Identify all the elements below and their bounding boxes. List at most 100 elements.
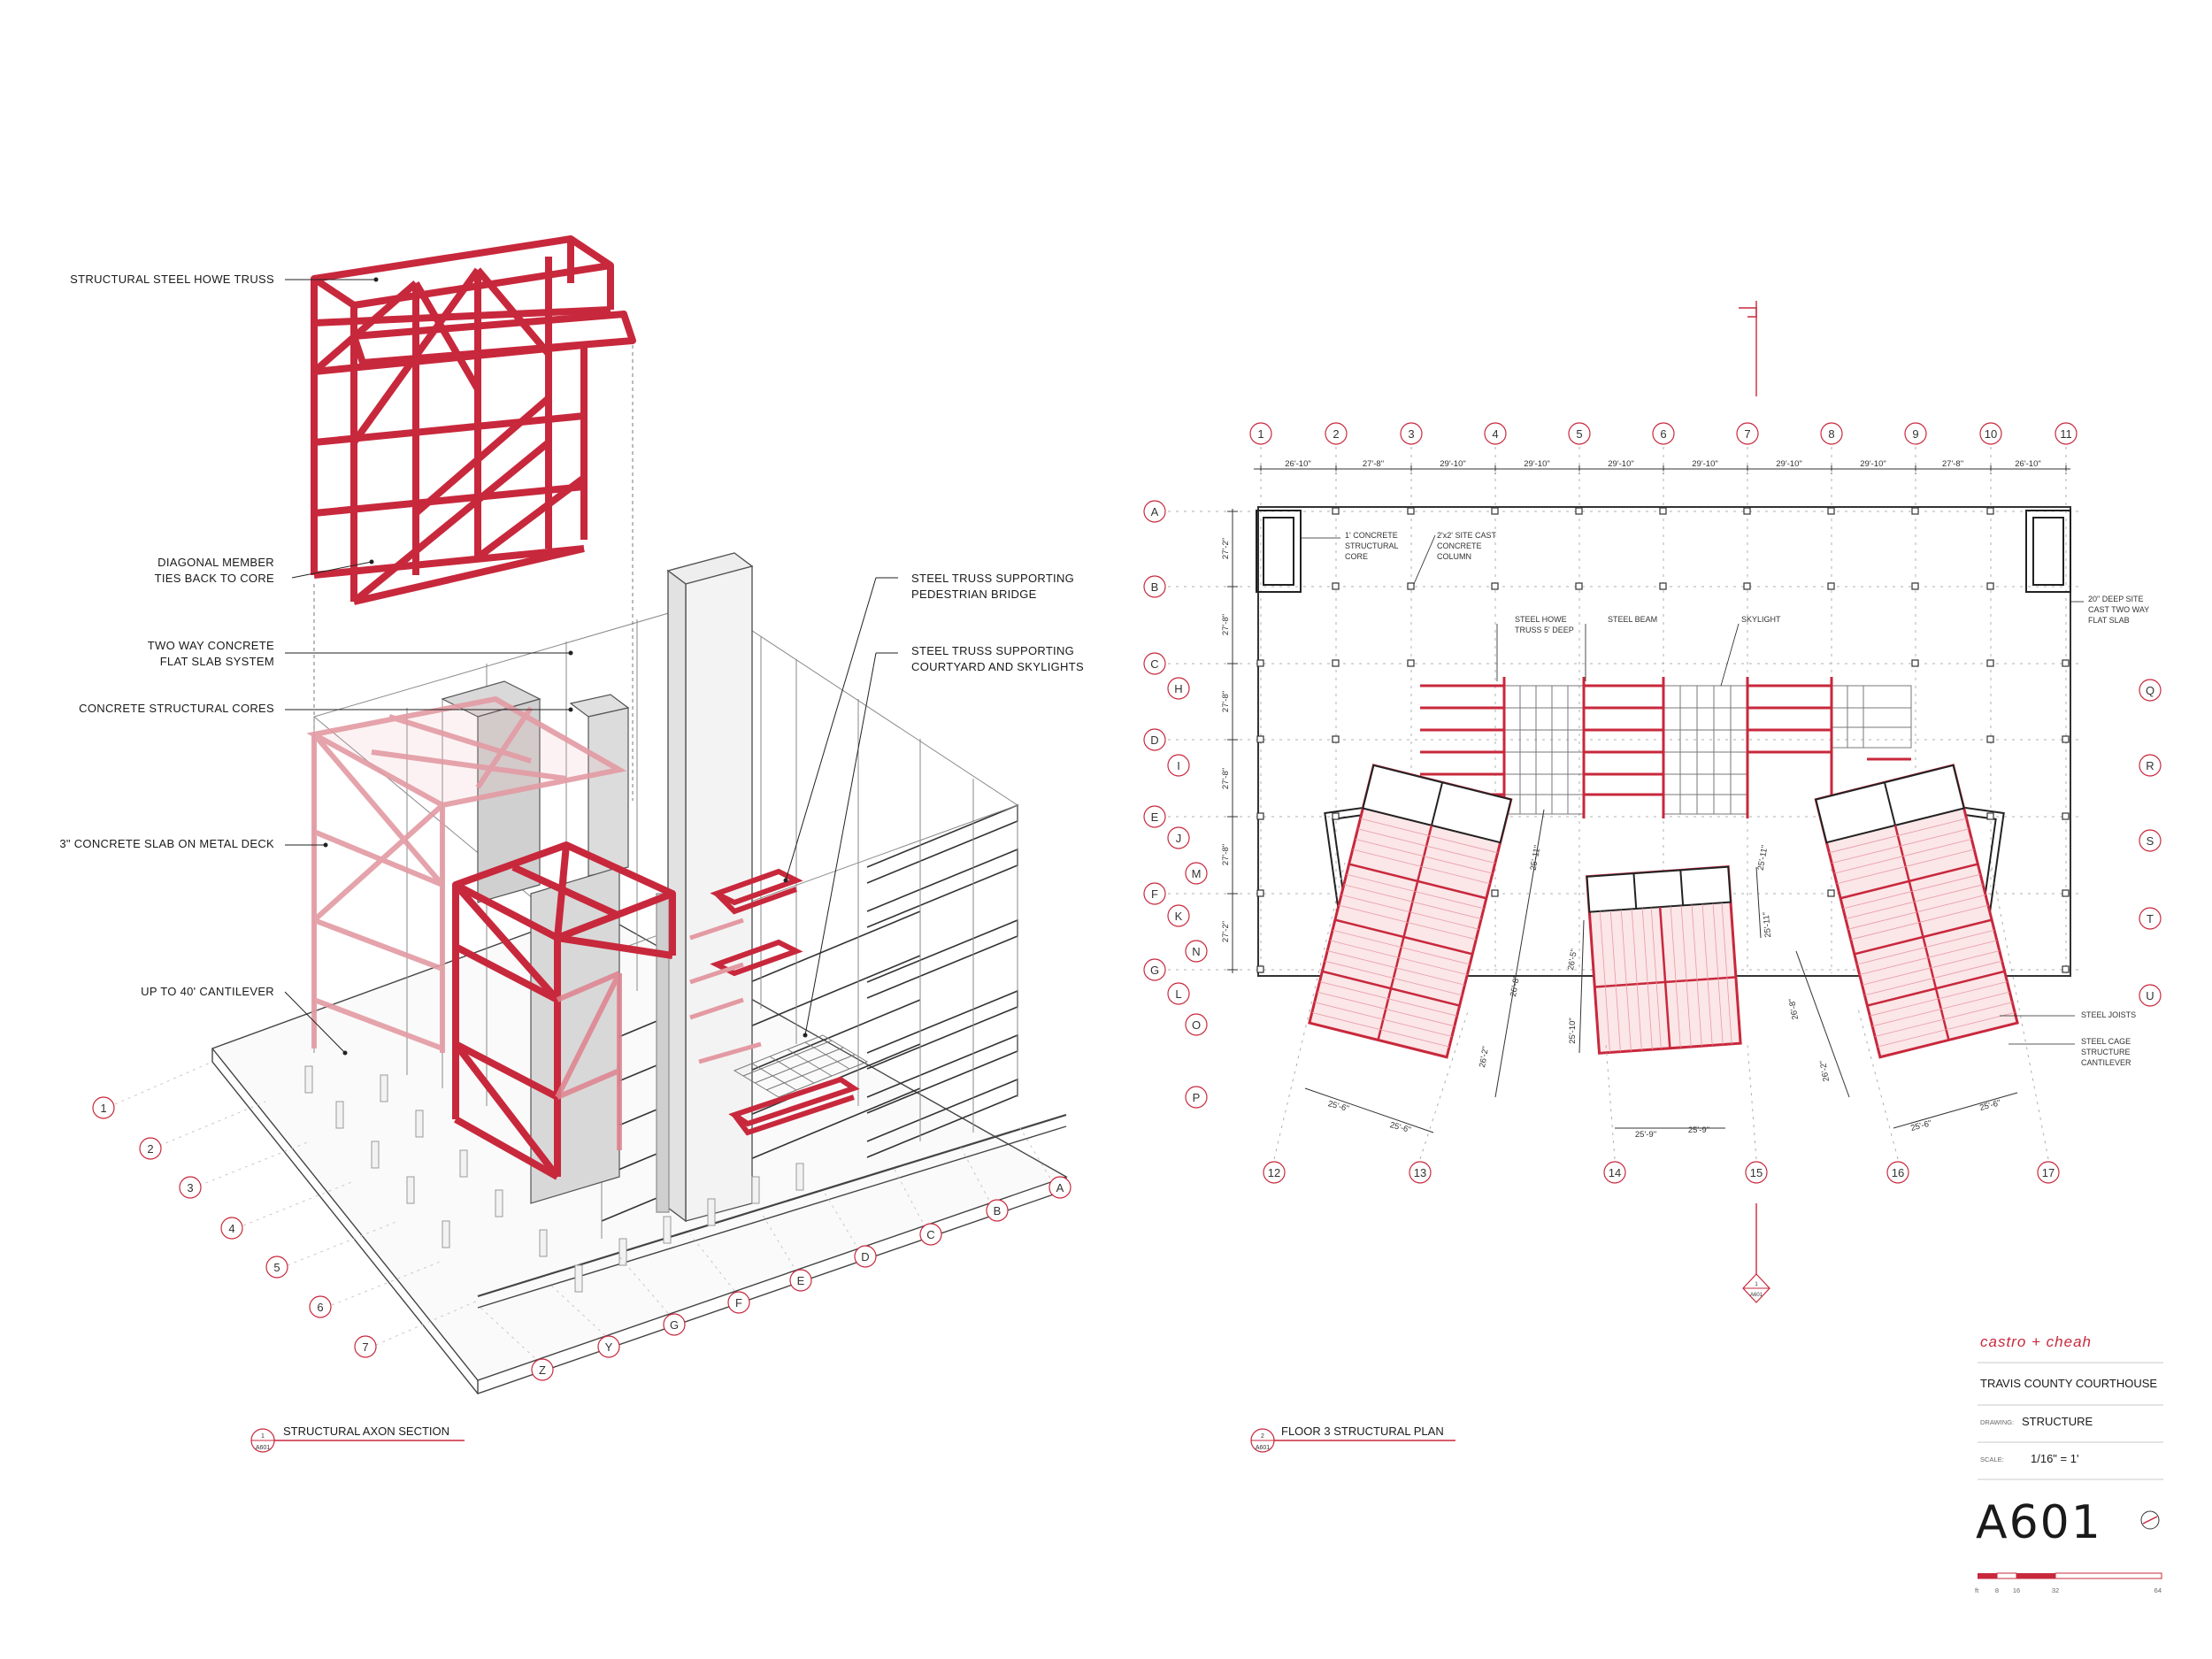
axon-grid-label: 4 xyxy=(228,1222,234,1235)
plan-notes: 1' CONCRETE STRUCTURAL CORE 2'x2' SITE C… xyxy=(1345,531,2149,1067)
plan-rot-grid-labels: H I J K L M N O P xyxy=(1174,682,1201,1104)
plan-grid-label: 4 xyxy=(1492,427,1498,441)
axon-grid-bubble xyxy=(354,1335,377,1358)
plan-grid-label: J xyxy=(1176,832,1182,845)
dim-label: 27'-2" xyxy=(1221,538,1231,559)
axon-faded-bridge-members xyxy=(689,918,762,1064)
note-howe-line2: TRUSS 5' DEEP xyxy=(1515,626,1574,634)
note-cage-line1: STEEL CAGE xyxy=(2081,1037,2131,1046)
plan-grid-label: B xyxy=(1151,580,1159,594)
plan-grid-label: F xyxy=(1151,887,1158,901)
plan-grid-bubble xyxy=(1143,882,1166,905)
note-core-line3: CORE xyxy=(1345,552,1368,561)
axon-grid-bubble xyxy=(597,1335,620,1358)
axon-bridge-trusses xyxy=(710,868,860,1136)
axon-callout-leaders xyxy=(284,279,898,1054)
dim-label: 27'-8" xyxy=(1221,844,1231,865)
dim-label: 25'-11" xyxy=(1756,844,1770,871)
axon-title-block: 1 A601 STRUCTURAL AXON SECTION xyxy=(250,1425,465,1453)
floor-plan-drawing: 1 A601 26'-10" 27'-8" 29'-10" 29'-10" 29… xyxy=(1143,301,2162,1453)
scalebar-label: 8 xyxy=(1995,1586,1999,1594)
plan-grid-bubble xyxy=(1484,422,1507,445)
note-slab-line3: FLAT SLAB xyxy=(2088,616,2130,625)
axon-title-ref-num: 1 xyxy=(261,1433,265,1440)
plan-grid-bubble xyxy=(2055,422,2078,445)
plan-grid-label: K xyxy=(1175,910,1183,923)
plan-grid-label: 2 xyxy=(1333,427,1339,441)
plan-grid-bubble xyxy=(1143,500,1166,523)
axon-grid-bubble xyxy=(139,1137,162,1160)
axon-grid-bubble xyxy=(92,1096,115,1119)
note-beam: STEEL BEAM xyxy=(1608,615,1657,624)
axon-grid-label: 6 xyxy=(317,1301,323,1314)
plan-note-leaders xyxy=(1301,534,2084,1045)
plan-grid-bubble xyxy=(1745,1161,1768,1184)
axon-grid-bubbles-letters xyxy=(531,1176,1071,1381)
plan-bottom-grid-bubbles xyxy=(1263,1161,2060,1184)
plan-grid-label: 9 xyxy=(1912,427,1918,441)
axon-grid-label: 2 xyxy=(147,1142,153,1156)
dim-label: 25'-10" xyxy=(1568,1018,1578,1043)
plan-left-cantilever xyxy=(1308,764,1513,1059)
plan-grid-label: 15 xyxy=(1750,1166,1763,1179)
plan-grid-bubble xyxy=(1143,958,1166,981)
axon-grid-lines xyxy=(114,1061,1058,1363)
dim-label: 26'-2" xyxy=(1818,1060,1832,1083)
plan-grid-bubble xyxy=(1167,904,1190,927)
plan-grid-label: U xyxy=(2146,989,2154,1002)
plan-grid-label: 16 xyxy=(1892,1166,1904,1179)
dim-label: 26'-5" xyxy=(1566,949,1579,972)
axon-grid-bubble xyxy=(309,1295,332,1318)
plan-grid-label: L xyxy=(1175,987,1181,1001)
scalebar-label: ft xyxy=(1975,1586,1979,1594)
callout-courtyard-truss-line2: COURTYARD AND SKYLIGHTS xyxy=(911,660,1084,673)
plan-grid-bubble xyxy=(1249,422,1272,445)
axon-callouts-left: STRUCTURAL STEEL HOWE TRUSS DIAGONAL MEM… xyxy=(59,273,274,998)
axon-grid-label: Y xyxy=(605,1340,613,1354)
plan-grid-label: R xyxy=(2146,759,2154,772)
plan-grid-label: 17 xyxy=(2042,1166,2055,1179)
dim-label: 26'-2" xyxy=(1478,1046,1491,1069)
sheet-title-block: castro + cheah TRAVIS COUNTY COURTHOUSE … xyxy=(1975,1333,2163,1594)
axon-title: STRUCTURAL AXON SECTION xyxy=(283,1425,449,1438)
plan-grid-bubble xyxy=(1143,728,1166,751)
axon-howe-truss xyxy=(311,235,636,605)
note-joists: STEEL JOISTS xyxy=(2081,1010,2136,1019)
plan-grid-label: 12 xyxy=(1268,1166,1280,1179)
section-marker-bottom: 1 A601 xyxy=(1742,1273,1770,1303)
plan-grid-bubble xyxy=(1167,826,1190,849)
note-core-line1: 1' CONCRETE xyxy=(1345,531,1398,540)
axon-grid-bubble xyxy=(727,1291,750,1314)
plan-grid-bubble xyxy=(1886,1161,1909,1184)
axon-grid-label: C xyxy=(926,1228,934,1241)
scale-value: 1/16" = 1' xyxy=(2031,1452,2078,1465)
plan-right-grid-labels: Q R S T U xyxy=(2146,684,2154,1002)
plan-grid-label: 3 xyxy=(1408,427,1414,441)
dim-label: 29'-10" xyxy=(1776,459,1801,469)
plan-top-grid-labels: 1 2 3 4 5 6 7 8 9 10 11 xyxy=(1257,427,2071,441)
dim-label: 29'-10" xyxy=(1860,459,1886,469)
axon-grid-label: 1 xyxy=(100,1102,106,1115)
axon-grid-bubbles-numbers xyxy=(92,1096,377,1358)
dim-label: 27'-2" xyxy=(1221,921,1231,942)
callout-concrete-cores: CONCRETE STRUCTURAL CORES xyxy=(79,702,274,715)
axon-grid-bubble xyxy=(663,1313,686,1336)
axon-grid-label: 5 xyxy=(273,1261,280,1274)
plan-grid-bubble xyxy=(1185,862,1208,885)
plan-grid-bubble xyxy=(1143,805,1166,828)
plan-grid-bubble xyxy=(1979,422,2002,445)
plan-left-dim-line xyxy=(1227,509,1238,973)
plan-grid-label: T xyxy=(2147,912,2154,926)
plan-bottom-grid-lines xyxy=(1273,862,2049,1160)
plan-grid-bubble xyxy=(1167,677,1190,700)
plan-grid-label: D xyxy=(1150,733,1158,747)
plan-bottom-dims: 25'-6" 25'-6" 25'-9" 25'-9" 25'-6" 25'-6… xyxy=(1327,1098,2002,1140)
plan-grid-label: G xyxy=(1150,964,1159,977)
note-howe-line1: STEEL HOWE xyxy=(1515,615,1567,624)
plan-grid-bubble xyxy=(1568,422,1591,445)
callout-bridge-truss-line2: PEDESTRIAN BRIDGE xyxy=(911,588,1037,601)
plan-top-dims: 26'-10" 27'-8" 29'-10" 29'-10" 29'-10" 2… xyxy=(1285,459,2040,469)
plan-grid-bubble xyxy=(1185,940,1208,963)
dim-label: 27'-8" xyxy=(1221,691,1231,712)
axon-grid-label: Z xyxy=(539,1363,546,1377)
